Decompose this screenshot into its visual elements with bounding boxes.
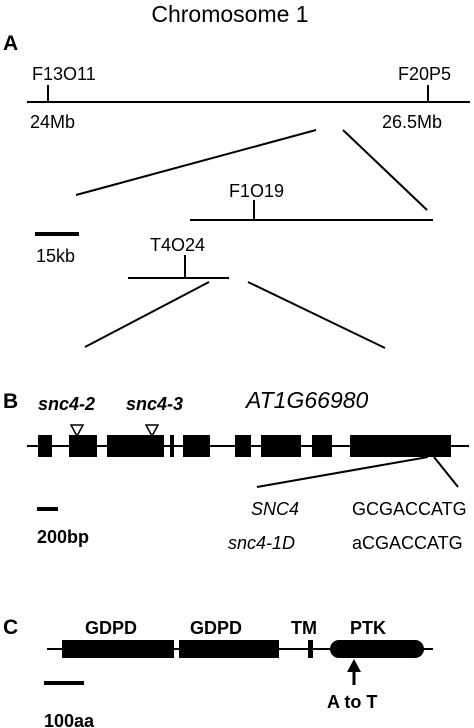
mutation-arrow-head bbox=[347, 659, 361, 672]
panel-c: C GDPD GDPD TM PTK A to T 100aa bbox=[3, 616, 433, 728]
domain-tm bbox=[308, 640, 313, 658]
zoom-line-left-3 bbox=[256, 456, 429, 488]
domain-tm-label: TM bbox=[291, 618, 317, 638]
domain-gdpd-1-label: GDPD bbox=[85, 618, 137, 638]
panel-a: A Chromosome 1 F13O11 F20P5 24Mb 26.5Mb … bbox=[3, 1, 470, 349]
panel-b: B snc4-2 snc4-3 AT1G66980 200bp SNC4 GCG… bbox=[3, 387, 469, 553]
bac-t4o24-label: T4O24 bbox=[150, 235, 205, 255]
zoom-line-left-2 bbox=[84, 281, 210, 348]
bac-f1o19-label: F1O19 bbox=[229, 181, 284, 201]
exon-6 bbox=[235, 435, 251, 457]
exon-8 bbox=[312, 435, 332, 457]
panel-c-label: C bbox=[3, 616, 18, 639]
zoom-line-right-3 bbox=[433, 456, 459, 488]
domain-gdpd-1 bbox=[62, 640, 174, 658]
snc4-2-insertion-triangle bbox=[69, 424, 85, 438]
domain-ptk bbox=[330, 640, 424, 658]
marker-f13o11-label: F13O11 bbox=[32, 64, 96, 84]
seq-name-snc4: SNC4 bbox=[251, 499, 299, 519]
seq-name-snc4-1d: snc4-1D bbox=[228, 533, 295, 553]
domain-gdpd-2 bbox=[179, 640, 279, 658]
exon-7 bbox=[261, 435, 301, 457]
seq-snc4-1d: aCGACCATG bbox=[352, 533, 463, 553]
scale-200bp-label: 200bp bbox=[37, 527, 89, 547]
domain-ptk-label: PTK bbox=[350, 618, 386, 638]
domain-gdpd-2-label: GDPD bbox=[190, 618, 242, 638]
snc4-3-insertion-triangle bbox=[144, 424, 160, 438]
exon-3 bbox=[107, 435, 164, 457]
exon-9 bbox=[350, 435, 451, 457]
zoom-line-right-1 bbox=[342, 129, 428, 211]
seq-snc4: GCGACCATG bbox=[352, 499, 467, 519]
gene-name: AT1G66980 bbox=[244, 387, 369, 413]
exon-4 bbox=[170, 435, 174, 457]
panel-b-label: B bbox=[3, 390, 18, 413]
mutation-label: A to T bbox=[327, 692, 377, 712]
exon-5 bbox=[183, 435, 210, 457]
allele-snc4-3-label: snc4-3 bbox=[126, 394, 183, 414]
panel-a-label: A bbox=[3, 32, 18, 55]
position-26-5mb-label: 26.5Mb bbox=[382, 112, 442, 132]
chromosome-title: Chromosome 1 bbox=[151, 1, 308, 27]
marker-f20p5-label: F20P5 bbox=[398, 64, 451, 84]
scale-15kb-label: 15kb bbox=[36, 246, 75, 266]
position-24mb-label: 24Mb bbox=[30, 112, 75, 132]
exon-2 bbox=[69, 435, 97, 457]
zoom-line-right-2 bbox=[247, 281, 386, 349]
allele-snc4-2-label: snc4-2 bbox=[38, 394, 95, 414]
scale-100aa-label: 100aa bbox=[44, 711, 95, 728]
zoom-line-left-1 bbox=[75, 129, 317, 196]
exon-1 bbox=[38, 435, 52, 457]
